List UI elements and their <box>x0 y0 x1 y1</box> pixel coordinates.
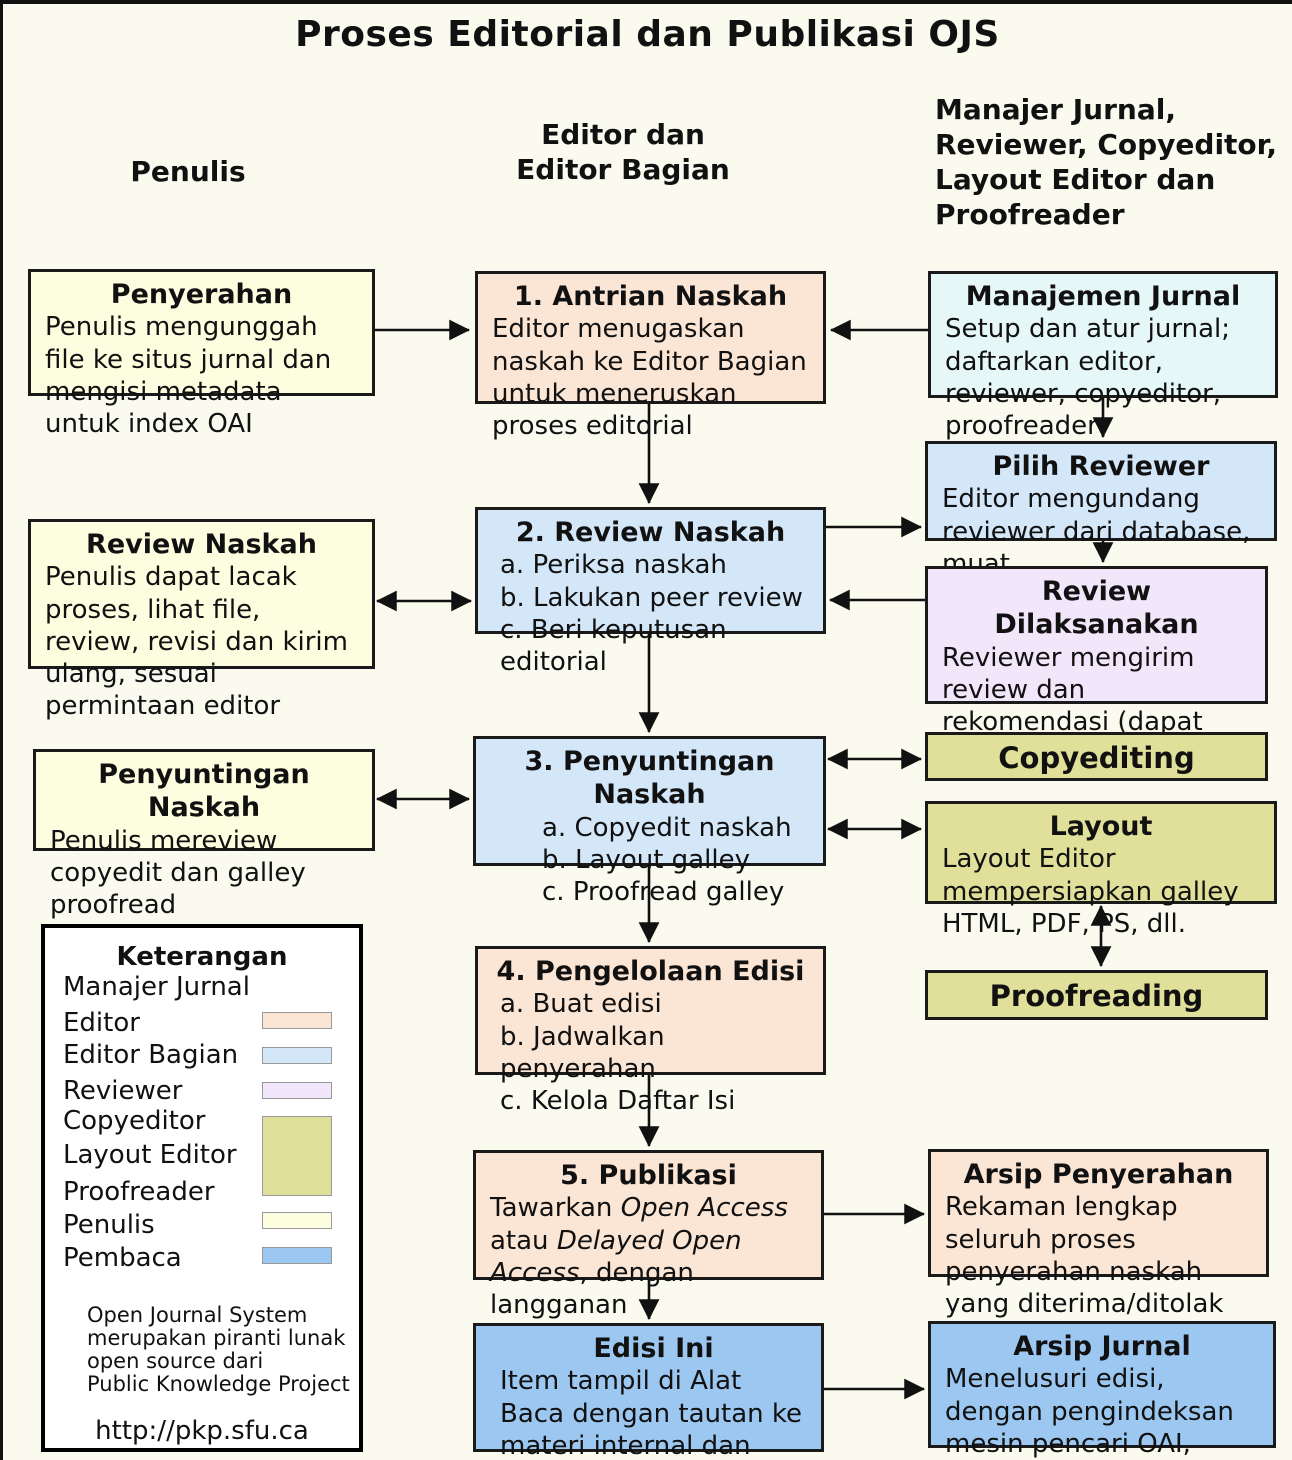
box-title: Manajemen Jurnal <box>965 281 1241 312</box>
box-title: Review Naskah <box>86 529 317 560</box>
box-body: Menelusuri edisi, dengan pengindeksan me… <box>945 1364 1234 1459</box>
box-edisi-ini: Edisi Ini Item tampil di Alat Baca denga… <box>473 1323 824 1460</box>
body-italic: Open Access <box>620 1193 788 1224</box>
legend-label-editor: Editor <box>63 1008 140 1038</box>
step-item: a. Periksa naskah <box>500 550 727 581</box>
box-title: 4. Pengelolaan Edisi <box>496 956 805 987</box>
body-italic: Delayed Open Access <box>490 1225 742 1288</box>
box-penyuntingan-naskah: 3. Penyuntingan Naskah a. Copyedit naska… <box>473 736 826 907</box>
box-body: Editor menugaskan naskah ke Editor Bagia… <box>492 314 807 442</box>
box-publikasi: 5. Publikasi Tawarkan Open Access atau D… <box>473 1150 824 1320</box>
legend-swatch-editor <box>262 1012 332 1029</box>
legend-swatch-penulis <box>262 1212 332 1229</box>
box-title: Arsip Penyerahan <box>963 1159 1234 1190</box>
legend-label-editor-bagian: Editor Bagian <box>63 1040 239 1070</box>
box-title: Review Dilaksanakan <box>994 576 1199 641</box>
box-review-dilaksanakan: Review Dilaksanakan Reviewer mengirim re… <box>925 566 1268 770</box>
legend-swatch-pembaca <box>262 1247 332 1264</box>
box-body: Tawarkan Open Access atau Delayed Open A… <box>490 1192 807 1321</box>
box-proofreading: Proofreading <box>925 970 1268 1020</box>
step-item: b. Lakukan peer review <box>500 582 803 613</box>
column-header-editor: Editor dan Editor Bagian <box>516 118 730 186</box>
box-arsip-penyerahan: Arsip Penyerahan Rekaman lengkap seluruh… <box>928 1149 1269 1319</box>
legend-footer: Open Journal System merupakan piranti lu… <box>87 1303 350 1396</box>
body-text: , dengan langganan <box>490 1257 694 1321</box>
box-title: Pilih Reviewer <box>992 451 1210 482</box>
box-body: Layout Editor mempersiapkan galley HTML,… <box>942 844 1239 939</box>
box-title: Copyediting <box>998 741 1195 775</box>
box-title: Layout <box>1049 811 1153 842</box>
legend-label-reviewer: Reviewer <box>63 1076 183 1106</box>
box-title: Edisi Ini <box>593 1333 714 1364</box>
box-title: Proofreading <box>989 979 1204 1013</box>
box-title: 3. Penyuntingan Naskah <box>524 746 775 811</box>
legend-url: http://pkp.sfu.ca <box>95 1416 309 1446</box>
box-copyediting: Copyediting <box>925 732 1268 781</box>
step-item: b. Jadwalkan penyerahan <box>500 1021 665 1084</box>
legend-label-layout-editor: Layout Editor <box>63 1140 237 1170</box>
legend-swatch-staff <box>262 1116 332 1196</box>
box-title: Arsip Jurnal <box>1013 1331 1191 1362</box>
step-item: b. Layout galley <box>542 845 750 876</box>
legend-label-manajer-jurnal: Manajer Jurnal <box>63 972 250 1002</box>
body-text: Tawarkan <box>490 1193 621 1224</box>
box-title: Penyerahan <box>110 279 293 310</box>
box-body: Editor mengundang reviewer dari database… <box>942 484 1251 579</box>
box-title: Penyuntingan Naskah <box>98 759 310 824</box>
legend-swatch-editor-bagian <box>262 1047 332 1064</box>
step-item: c. Beri keputusan editorial <box>500 614 727 678</box>
step-item: c. Kelola Daftar Isi <box>500 1086 736 1117</box>
box-body: Setup dan atur jurnal; daftarkan editor,… <box>945 314 1231 442</box>
box-review-naskah-penulis: Review Naskah Penulis dapat lacak proses… <box>28 519 375 721</box>
box-steps: a. Copyedit naskah b. Layout galley c. P… <box>490 812 809 909</box>
legend-label-copyeditor: Copyeditor <box>63 1106 206 1136</box>
box-body: Item tampil di Alat Baca dengan tautan k… <box>500 1366 803 1460</box>
box-steps: a. Buat edisi b. Jadwalkan penyerahan c.… <box>492 988 809 1117</box>
step-item: a. Buat edisi <box>500 989 662 1020</box>
legend-label-pembaca: Pembaca <box>63 1243 182 1273</box>
legend-label-proofreader: Proofreader <box>63 1177 215 1207</box>
box-manajemen-jurnal: Manajemen Jurnal Setup dan atur jurnal; … <box>928 271 1278 441</box>
box-pengelolaan-edisi: 4. Pengelolaan Edisi a. Buat edisi b. Ja… <box>475 946 826 1116</box>
box-review-naskah: 2. Review Naskah a. Periksa naskah b. La… <box>475 507 826 677</box>
box-arsip-jurnal: Arsip Jurnal Menelusuri edisi, dengan pe… <box>928 1321 1276 1459</box>
box-pilih-reviewer: Pilih Reviewer Editor mengundang reviewe… <box>925 441 1277 579</box>
legend-swatch-reviewer <box>262 1082 332 1099</box>
legend-label-penulis: Penulis <box>63 1210 155 1240</box>
column-header-penulis: Penulis <box>130 155 246 188</box>
box-title: 1. Antrian Naskah <box>513 281 788 312</box>
box-body: Rekaman lengkap seluruh proses penyeraha… <box>945 1192 1224 1320</box>
body-text: atau <box>490 1225 557 1256</box>
step-item: a. Copyedit naskah <box>542 812 792 843</box>
step-item: c. Proofread galley <box>542 877 785 908</box>
box-penyerahan: Penyerahan Penulis mengunggah file ke si… <box>28 269 375 439</box>
page-title: Proses Editorial dan Publikasi OJS <box>295 14 1000 55</box>
box-title: 2. Review Naskah <box>515 517 786 548</box>
column-header-manajer: Manajer Jurnal, Reviewer, Copyeditor, La… <box>935 93 1277 231</box>
box-penyuntingan-penulis: Penyuntingan Naskah Penulis mereview cop… <box>33 749 375 920</box>
box-layout: Layout Layout Editor mempersiapkan galle… <box>925 801 1277 939</box>
box-body: Penulis mereview copyedit dan galley pro… <box>50 825 306 921</box>
legend-title: Keterangan <box>116 942 288 972</box>
box-body: Penulis dapat lacak proses, lihat file, … <box>45 562 348 722</box>
box-steps: a. Periksa naskah b. Lakukan peer review… <box>492 549 809 678</box>
box-antrian-naskah: 1. Antrian Naskah Editor menugaskan nask… <box>475 271 826 441</box>
box-body: Penulis mengunggah file ke situs jurnal … <box>45 312 332 440</box>
legend-keterangan: Keterangan Manajer Jurnal Editor Editor … <box>41 924 363 1452</box>
box-title: 5. Publikasi <box>560 1160 737 1191</box>
